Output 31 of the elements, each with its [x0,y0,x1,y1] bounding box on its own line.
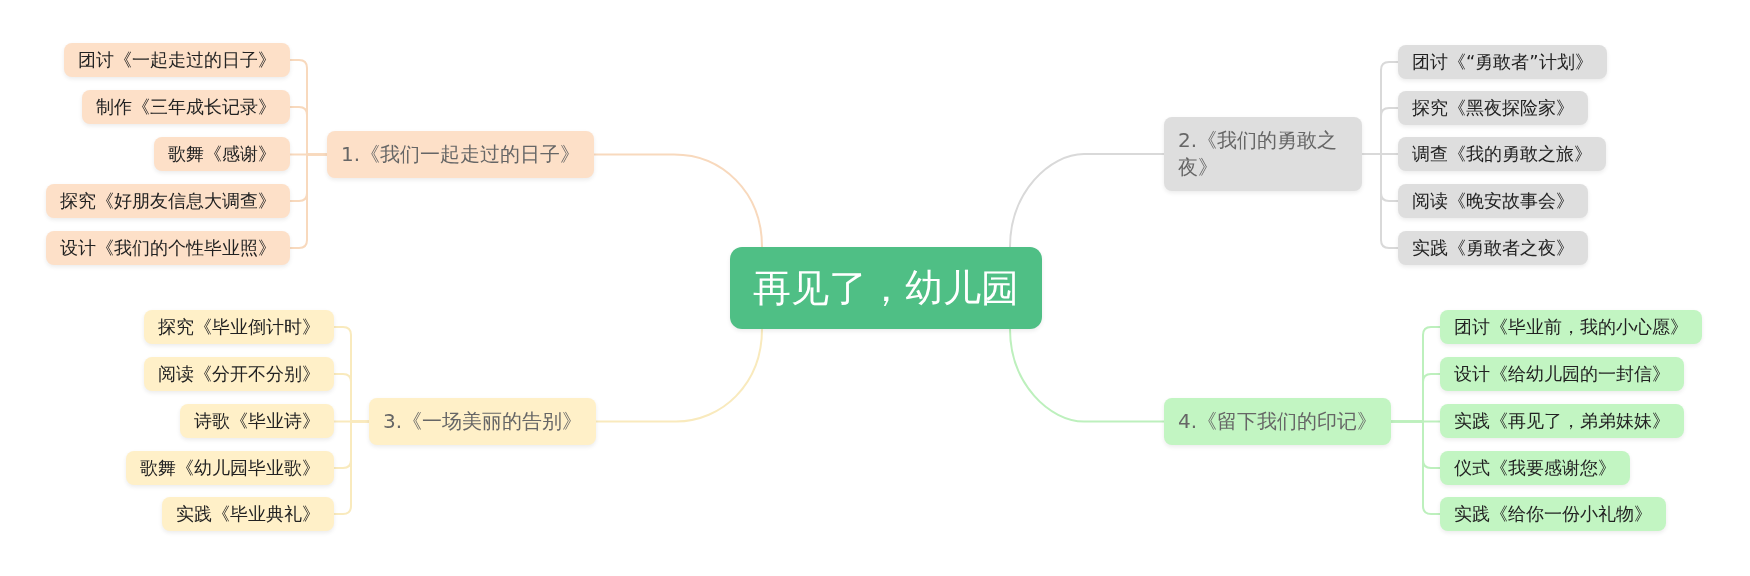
connector-line [1390,420,1441,515]
connector-line [1009,153,1165,248]
connector-line [1009,328,1165,423]
connector-line [333,420,370,515]
subtopic-box: 歌舞《感谢》 [154,137,290,171]
branch-topic-box: 3.《一场美丽的告别》 [369,397,597,445]
subtopic-box: 制作《三年成长记录》 [82,90,290,124]
subtopic-box: 实践《再见了，弟弟妹妹》 [1440,404,1684,438]
central-topic-box: 再见了，幼儿园 [730,247,1042,329]
subtopic-box: 诗歌《毕业诗》 [180,404,334,438]
subtopic-box: 实践《毕业典礼》 [162,497,334,531]
subtopic-box: 实践《勇敢者之夜》 [1398,231,1588,265]
subtopic-box: 歌舞《幼儿园毕业歌》 [126,451,334,485]
subtopic-box: 实践《给你一份小礼物》 [1440,497,1666,531]
subtopic-box: 探究《黑夜探险家》 [1398,91,1588,125]
subtopic-box: 团讨《“勇敢者”计划》 [1398,45,1607,79]
branch-topic-box: 2.《我们的勇敢之夜》 [1164,117,1362,191]
connector-line [595,328,763,423]
subtopic-box: 阅读《分开不分别》 [144,357,334,391]
subtopic-box: 阅读《晚安故事会》 [1398,184,1588,218]
subtopic-box: 调查《我的勇敢之旅》 [1398,137,1606,171]
branch-topic-box: 4.《留下我们的印记》 [1164,397,1392,445]
subtopic-box: 设计《我们的个性毕业照》 [46,231,290,265]
subtopic-box: 仪式《我要感谢您》 [1440,451,1630,485]
subtopic-box: 团讨《毕业前，我的小心愿》 [1440,310,1702,344]
subtopic-box: 团讨《一起走过的日子》 [64,43,290,77]
subtopic-box: 设计《给幼儿园的一封信》 [1440,357,1684,391]
subtopic-box: 探究《毕业倒计时》 [144,310,334,344]
subtopic-box: 探究《好朋友信息大调查》 [46,184,290,218]
connector-line [593,153,763,248]
branch-topic-box: 1.《我们一起走过的日子》 [327,130,595,178]
